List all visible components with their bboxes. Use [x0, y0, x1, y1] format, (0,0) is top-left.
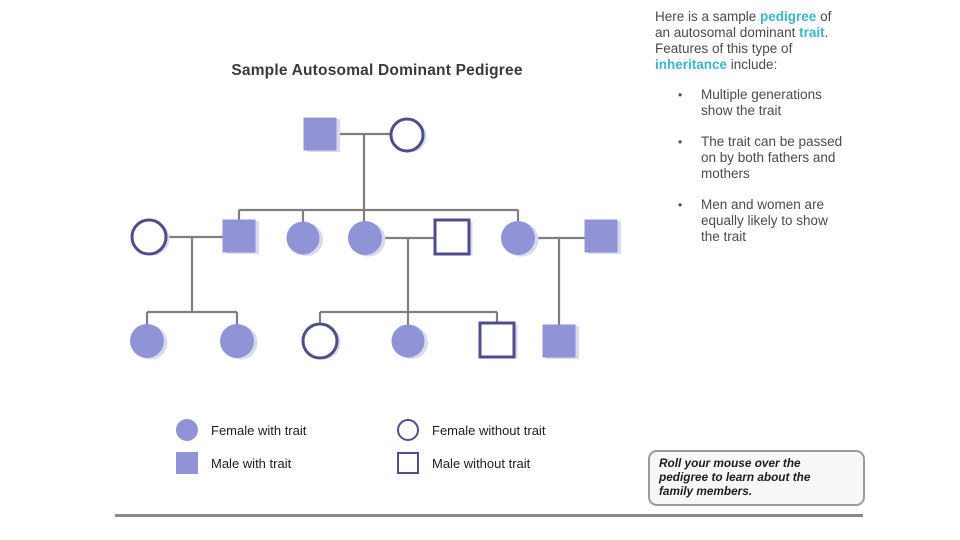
legend-male-without-trait-icon: [397, 452, 419, 474]
legend-female-without-trait-icon: [397, 419, 419, 441]
bullet-text-line: mothers: [701, 166, 750, 181]
pedigree-member-III-3[interactable]: [301, 322, 339, 360]
legend-label: Female with trait: [211, 422, 307, 438]
bullet-dot: •: [678, 198, 683, 212]
legend-item: Male without trait: [397, 452, 545, 474]
bullet-text-line: show the trait: [701, 103, 782, 118]
pedigree-member-III-2[interactable]: [220, 324, 254, 358]
pedigree-member-II-1[interactable]: [130, 218, 168, 256]
intro-text: Features of this type of: [655, 41, 793, 56]
bullet-text-line: The trait can be passed: [701, 134, 843, 149]
glossary-term-link[interactable]: pedigree: [760, 9, 817, 24]
legend-female-with-trait-icon: [176, 419, 198, 441]
pedigree-member-I-2[interactable]: [389, 117, 425, 153]
bullet-dot: •: [678, 88, 683, 102]
legend-item: Female with trait: [176, 419, 397, 441]
legend-label: Male with trait: [211, 455, 292, 471]
intro-line: Features of this type of: [655, 41, 867, 57]
rollover-instruction-line: pedigree to learn about the: [659, 470, 811, 484]
glossary-term-link[interactable]: trait: [799, 25, 825, 40]
intro-line: Here is a sample pedigree of: [655, 9, 867, 25]
bullet-text-line: on by both fathers and: [701, 150, 836, 165]
intro-line: inheritance include:: [655, 57, 867, 73]
page-title: Sample Autosomal Dominant Pedigree: [231, 62, 523, 79]
pedigree-member-II-2[interactable]: [222, 219, 256, 253]
intro-text: of: [816, 9, 832, 24]
intro-line: an autosomal dominant trait.: [655, 25, 867, 41]
legend-label: Male without trait: [432, 455, 531, 471]
pedigree-member-II-6[interactable]: [501, 221, 535, 255]
pedigree-member-II-5[interactable]: [433, 218, 471, 256]
bullet-text-line: equally likely to show: [701, 213, 828, 228]
pedigree-member-II-7[interactable]: [584, 219, 618, 253]
intro-text: an autosomal dominant: [655, 25, 800, 40]
legend-item: Female without trait: [397, 419, 545, 441]
bullet-dot: •: [678, 135, 683, 149]
pedigree-member-III-4[interactable]: [391, 324, 425, 358]
pedigree-member-III-6[interactable]: [542, 324, 576, 358]
pedigree-member-I-1[interactable]: [303, 117, 337, 151]
bottom-divider-line: [115, 514, 863, 517]
pedigree-member-III-5[interactable]: [478, 321, 516, 359]
rollover-instruction-line: Roll your mouse over the: [659, 456, 801, 470]
intro-text: include:: [727, 57, 778, 72]
pedigree-member-II-3[interactable]: [286, 221, 320, 255]
bullet-text-line: the trait: [701, 229, 747, 244]
bullet-text-line: Men and women are: [701, 197, 825, 212]
pedigree-member-II-4[interactable]: [348, 221, 382, 255]
intro-text: .: [824, 25, 829, 40]
bullet-text-line: Multiple generations: [701, 87, 822, 102]
legend-label: Female without trait: [432, 422, 546, 438]
legend-male-with-trait-icon: [176, 452, 198, 474]
glossary-term-link[interactable]: inheritance: [655, 57, 728, 72]
intro-text: Here is a sample: [655, 9, 761, 24]
rollover-instruction-line: family members.: [659, 484, 753, 498]
legend-item: Male with trait: [176, 452, 397, 474]
pedigree-member-III-1[interactable]: [130, 324, 164, 358]
